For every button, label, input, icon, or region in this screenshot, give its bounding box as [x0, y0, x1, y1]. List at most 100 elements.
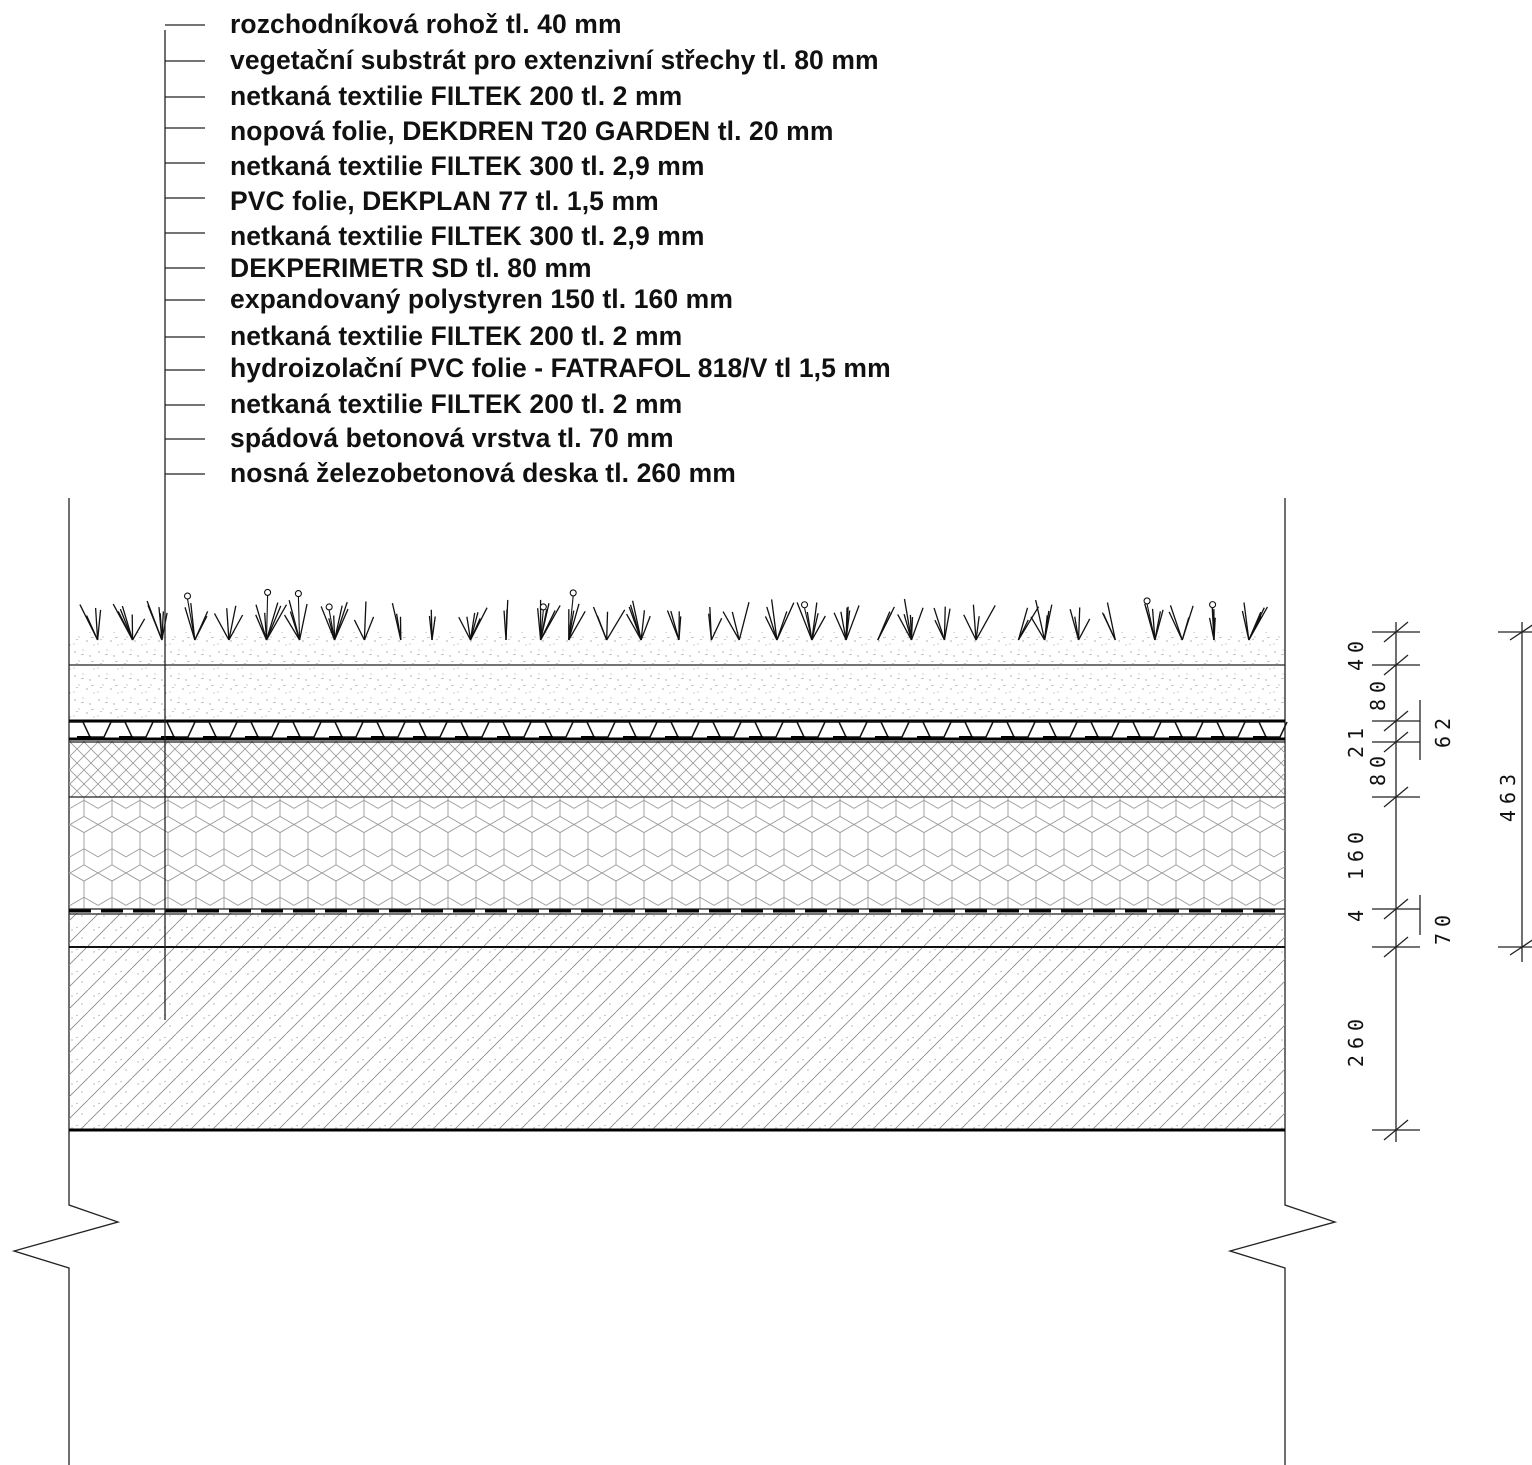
dimple [531, 721, 574, 738]
grass-blade [943, 606, 946, 641]
layer-stack [69, 588, 1288, 1132]
grass-blade [1151, 608, 1156, 641]
grass-blade [897, 614, 913, 641]
grass-blade [265, 605, 282, 641]
grass-blade [1169, 605, 1183, 641]
flower-stem [328, 609, 336, 641]
layer-substrate [69, 665, 1285, 721]
grass-blade [1181, 617, 1190, 641]
grass-blade [811, 613, 819, 641]
membrane-dash [1211, 736, 1225, 740]
grass-blade [1077, 618, 1091, 641]
grass-blade [975, 616, 980, 641]
grass-blade [265, 604, 288, 641]
membrane-dash [413, 736, 427, 740]
grass-blade [738, 602, 750, 641]
label-filtek-200-bottom: netkaná textilie FILTEK 200 tl. 2 mm [230, 389, 682, 419]
grass-blade [845, 605, 860, 641]
grass-blade [670, 610, 680, 641]
grass-blade [764, 616, 778, 641]
grass-blade [1030, 616, 1046, 641]
grass-blade [1168, 611, 1183, 641]
dimple [657, 721, 700, 738]
dimple [1035, 721, 1078, 738]
dim-62: 62 [1431, 712, 1455, 748]
grass-blade [606, 609, 626, 641]
label-filtek-200-mid: netkaná textilie FILTEK 200 tl. 2 mm [230, 321, 682, 351]
dim-tick [1383, 710, 1409, 732]
grass-blade [708, 613, 713, 641]
grass-blade [796, 602, 813, 641]
membrane-dash [77, 736, 91, 740]
grass-blade [631, 600, 642, 641]
membrane-dash [875, 736, 889, 740]
flower-stem [265, 595, 269, 641]
grass-blade [845, 610, 851, 641]
label-pvc-dekplan: PVC folie, DEKPLAN 77 tl. 1,5 mm [230, 186, 659, 216]
dim-4: 4 [1344, 904, 1368, 922]
flower-head [1209, 601, 1217, 609]
grass-blade [811, 615, 826, 641]
grass-blade [184, 607, 196, 641]
grass-blade [226, 608, 230, 641]
membrane-dash [371, 736, 385, 740]
membrane-dash [287, 736, 301, 740]
grass-blade [596, 615, 608, 641]
flower-head [183, 592, 192, 600]
label-slab: nosná železobetonová deska tl. 260 mm [230, 458, 736, 488]
grass-blade [903, 598, 913, 641]
dimple [573, 721, 616, 738]
grass-blade [333, 601, 348, 641]
membrane-dash [245, 736, 259, 740]
dim-160: 160 [1344, 826, 1368, 880]
layer-sedum-mat [69, 632, 1285, 665]
grass-blade [640, 610, 646, 641]
membrane-dash [749, 736, 763, 740]
flower-head [569, 589, 577, 597]
membrane-dash [539, 736, 553, 740]
grass-blade [228, 614, 244, 641]
dimple [909, 721, 952, 738]
grass-blade [132, 618, 146, 641]
dim-tick [1383, 654, 1409, 676]
grass-blade [161, 611, 165, 641]
grass-blade [731, 611, 740, 641]
dimple [363, 721, 406, 738]
grass-blade [288, 600, 301, 641]
layer-labels: rozchodníková rohož tl. 40 mm vegetační … [230, 9, 891, 488]
dimple [951, 721, 994, 738]
label-substrate: vegetační substrát pro extenzivní střech… [230, 45, 879, 75]
membrane-dash [329, 736, 343, 740]
sedum-plants [79, 588, 1269, 641]
grass-blade [1154, 609, 1164, 641]
grass-blade [458, 616, 472, 641]
grass-blade [1034, 599, 1046, 641]
grass-blade [909, 614, 913, 641]
grass-blade [255, 614, 268, 641]
membrane-dash [1085, 736, 1099, 740]
flower-stem [297, 596, 301, 641]
dimple [699, 721, 742, 738]
grass-blade [466, 616, 472, 641]
grass-blade [770, 599, 778, 641]
grass-blade [283, 614, 301, 641]
flower-stem [540, 609, 544, 641]
dim-tick [1383, 936, 1409, 958]
membrane-dash [161, 736, 175, 740]
label-filtek-300-a: netkaná textilie FILTEK 300 tl. 2,9 mm [230, 151, 705, 181]
layer-eps [69, 797, 1285, 909]
dimple-membrane [69, 721, 1288, 740]
grass-blade [1074, 616, 1080, 641]
flower-stem [803, 607, 813, 641]
dim-tick [1383, 898, 1409, 920]
dimple [69, 721, 112, 738]
dimple [1119, 721, 1162, 738]
membrane-dash [623, 736, 637, 740]
dim-21: 21 [1344, 722, 1368, 758]
grass-blade [963, 614, 977, 641]
layer-xps [69, 741, 1285, 797]
grass-blade [469, 618, 481, 641]
dim-70: 70 [1431, 909, 1455, 945]
grass-blade [112, 603, 134, 641]
label-dimple-membrane: nopová folie, DEKDREN T20 GARDEN tl. 20 … [230, 116, 834, 146]
